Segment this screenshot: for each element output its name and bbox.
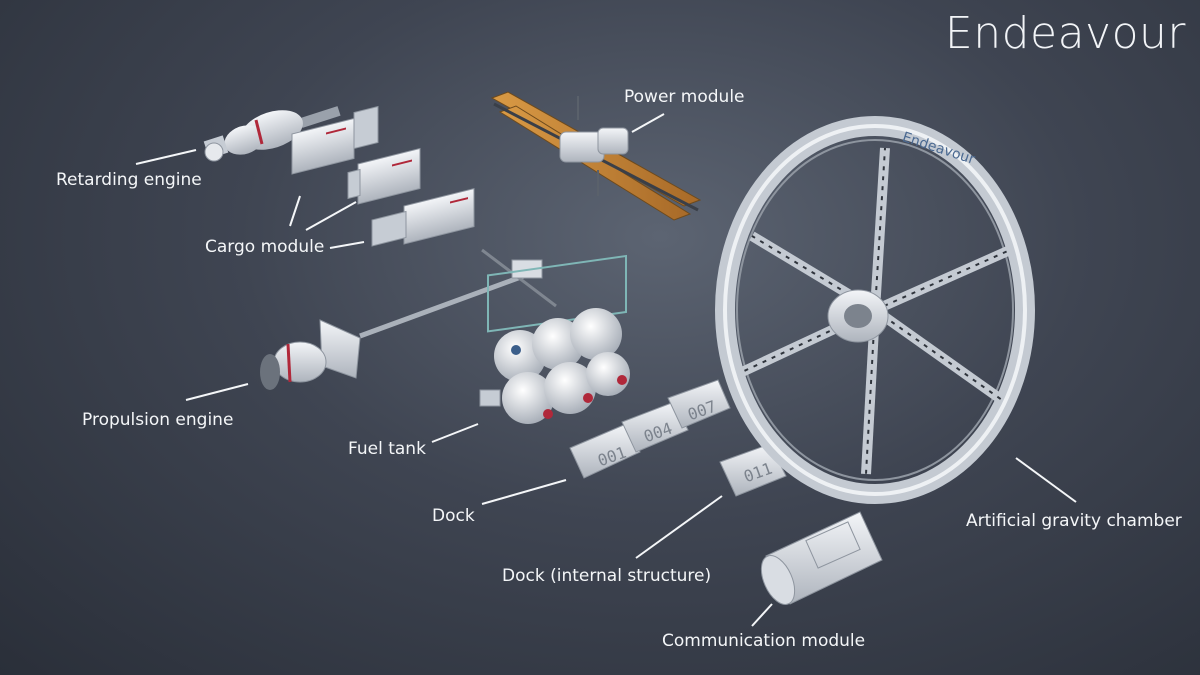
communication-module-model: [760, 511, 883, 605]
cargo-module-model: [291, 105, 475, 247]
label-dock: Dock: [432, 506, 475, 526]
leader-cargo-module-2: [305, 201, 357, 231]
propulsion-engine-model: [260, 248, 557, 390]
leader-power-module: [631, 113, 665, 133]
dock-internal-model: 011: [719, 443, 787, 497]
label-artificial-gravity-chamber: Artificial gravity chamber: [966, 511, 1182, 531]
label-cargo-module: Cargo module: [205, 237, 325, 257]
leader-lines: [135, 113, 1077, 627]
label-communication-module: Communication module: [662, 631, 866, 651]
leader-fuel-tank: [431, 423, 479, 443]
leader-retarding-engine: [135, 149, 197, 165]
artificial-gravity-chamber-model: Endeavour: [715, 116, 1035, 504]
power-module-model: [490, 91, 702, 221]
page-title: Endeavour: [944, 8, 1186, 59]
leader-cargo-module-3: [329, 241, 365, 249]
leader-cargo-module-1: [289, 195, 301, 227]
label-propulsion-engine: Propulsion engine: [82, 410, 234, 430]
leader-dock-internal: [635, 495, 723, 559]
retarding-engine-model: [203, 106, 341, 162]
label-power-module: Power module: [624, 87, 745, 107]
leader-artificial-gravity-chamber: [1015, 457, 1077, 503]
leader-propulsion-engine: [185, 383, 249, 401]
label-dock-internal-structure: Dock (internal structure): [502, 566, 712, 586]
label-retarding-engine: Retarding engine: [56, 170, 202, 190]
leader-communication-module: [751, 603, 773, 627]
leader-dock: [481, 479, 567, 505]
fuel-tank-model: [479, 254, 630, 424]
label-fuel-tank: Fuel tank: [348, 439, 426, 459]
dock-model: 001 004 007: [569, 379, 731, 479]
